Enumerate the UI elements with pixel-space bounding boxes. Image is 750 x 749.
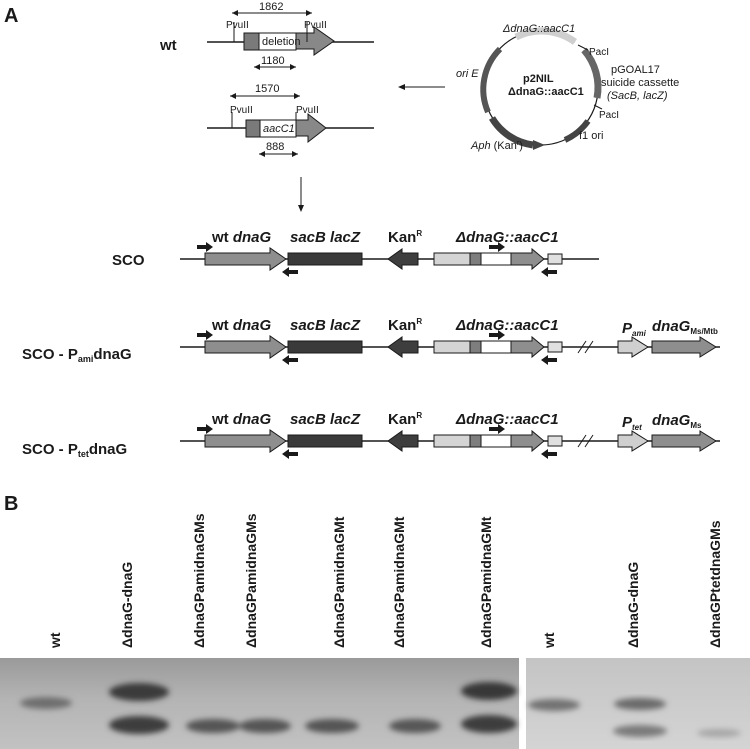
wt-pvuii-left: PvuII	[226, 20, 249, 31]
sco-row-label: SCO	[112, 252, 145, 269]
lane-label-left-6: ΔdnaGPamidnaGMt	[478, 516, 494, 648]
kan-res-close: )	[519, 140, 523, 152]
kanr-label: KanR	[388, 317, 422, 334]
paci-top: PacI	[589, 47, 609, 58]
lane-label-left-5: ΔdnaGPamidnaGMt	[391, 516, 407, 648]
lane-label-right-2: ΔdnaGPtetdnaGMs	[707, 520, 723, 648]
mutant-distance-bottom: 888	[266, 141, 284, 153]
promoter-label: Ptet	[622, 414, 642, 432]
lane-label-left-3: ΔdnaGPamidnaGMs	[243, 513, 259, 648]
wt-distance-bottom: 1180	[261, 55, 285, 67]
wt-insert-label: deletion	[262, 36, 301, 48]
lane-label-right-1: ΔdnaG-dnaG	[625, 562, 641, 648]
panel-a-letter: A	[4, 5, 18, 27]
promoter-label: Pami	[622, 320, 647, 338]
dnag-complement-label: dnaGMs/Mtb	[652, 318, 718, 336]
ori-e-label: ori E	[456, 68, 479, 80]
aph-name: Aph	[470, 140, 491, 152]
sacb-lacz-label: sacB lacZ	[290, 411, 361, 428]
lane-label-left-4: ΔdnaGPamidnaGMt	[331, 516, 347, 648]
f1-ori-label: f1 ori	[579, 130, 603, 142]
dnag-complement-label: dnaGMs	[652, 412, 702, 430]
wt-dnag-label: wt dnaG	[211, 317, 272, 334]
mutant-insert-label: aacC1	[263, 123, 295, 135]
cassette-line3: (SacB, lacZ)	[607, 90, 668, 102]
deltadnag-aacc1-label: ΔdnaG::aacC1	[455, 317, 559, 334]
plasmid-insert-label: ΔdnaG::aacC1	[502, 23, 575, 35]
sacb-lacz-label: sacB lacZ	[290, 317, 361, 334]
deltadnag-aacc1-label: ΔdnaG::aacC1	[455, 411, 559, 428]
kanr-label: KanR	[388, 229, 422, 246]
lane-labels: wt ΔdnaG-dnaG ΔdnaGPamidnaGMs ΔdnaGPamidnaG…	[47, 513, 723, 649]
sco-pami-row: SCO - PamidnaG	[22, 346, 132, 364]
gene-map-sco-ptet	[180, 424, 720, 459]
cassette-line2: suicide cassette	[601, 77, 679, 89]
wt-distance-top: 1862	[259, 1, 283, 13]
deltadnag-aacc1-label: ΔdnaG::aacC1	[455, 229, 559, 246]
plasmid-name-1: p2NIL	[523, 73, 554, 85]
lane-label-left-2: ΔdnaGPamidnaGMs	[191, 513, 207, 648]
plasmid-name-2: ΔdnaG::aacC1	[508, 86, 584, 98]
sco-pami-row-label: SCO - PamidnaG	[22, 346, 132, 364]
mutant-pvuii-left: PvuII	[230, 105, 253, 116]
wt-pvuii-right: PvuII	[304, 20, 327, 31]
kan-res: (Kan	[494, 140, 517, 152]
lane-label-left-0: wt	[47, 632, 63, 649]
cassette-line1: pGOAL17	[611, 64, 660, 76]
wt-label: wt	[159, 37, 177, 54]
wt-construct: deletion PvuII PvuII 1862 1180	[207, 1, 374, 70]
sco-row: SCO	[112, 252, 145, 269]
kanr-label: KanR	[388, 411, 422, 428]
mutant-distance-top: 1570	[255, 83, 279, 95]
mutant-pvuii-right: PvuII	[296, 105, 319, 116]
plasmid-to-construct-arrow	[398, 84, 445, 90]
wt-dnag-label: wt dnaG	[211, 229, 272, 246]
sco-ptet-row: SCO - PtetdnaG	[22, 441, 127, 459]
blot-right	[526, 658, 750, 749]
wt-dnag-label: wt dnaG	[211, 411, 272, 428]
gene-map-sco	[180, 242, 599, 277]
plasmid-map: p2NIL ΔdnaG::aacC1 ΔdnaG::aacC1 PacI pGO…	[456, 23, 679, 152]
construct-to-sco-arrow	[298, 177, 304, 212]
lane-label-left-1: ΔdnaG-dnaG	[119, 562, 135, 648]
panel-b-letter: B	[4, 493, 18, 515]
gene-map-sco-pami	[180, 330, 720, 365]
lane-label-right-0: wt	[541, 632, 557, 649]
kan-res-sup: r	[517, 140, 520, 147]
mutant-construct: aacC1 PvuII PvuII 1570 888	[207, 83, 374, 157]
aph-label: Aph (Kanr)	[470, 140, 523, 152]
sco-ptet-row-label: SCO - PtetdnaG	[22, 441, 127, 459]
blot-left	[0, 658, 519, 749]
sacb-lacz-label: sacB lacZ	[290, 229, 361, 246]
paci-bottom: PacI	[599, 110, 619, 121]
